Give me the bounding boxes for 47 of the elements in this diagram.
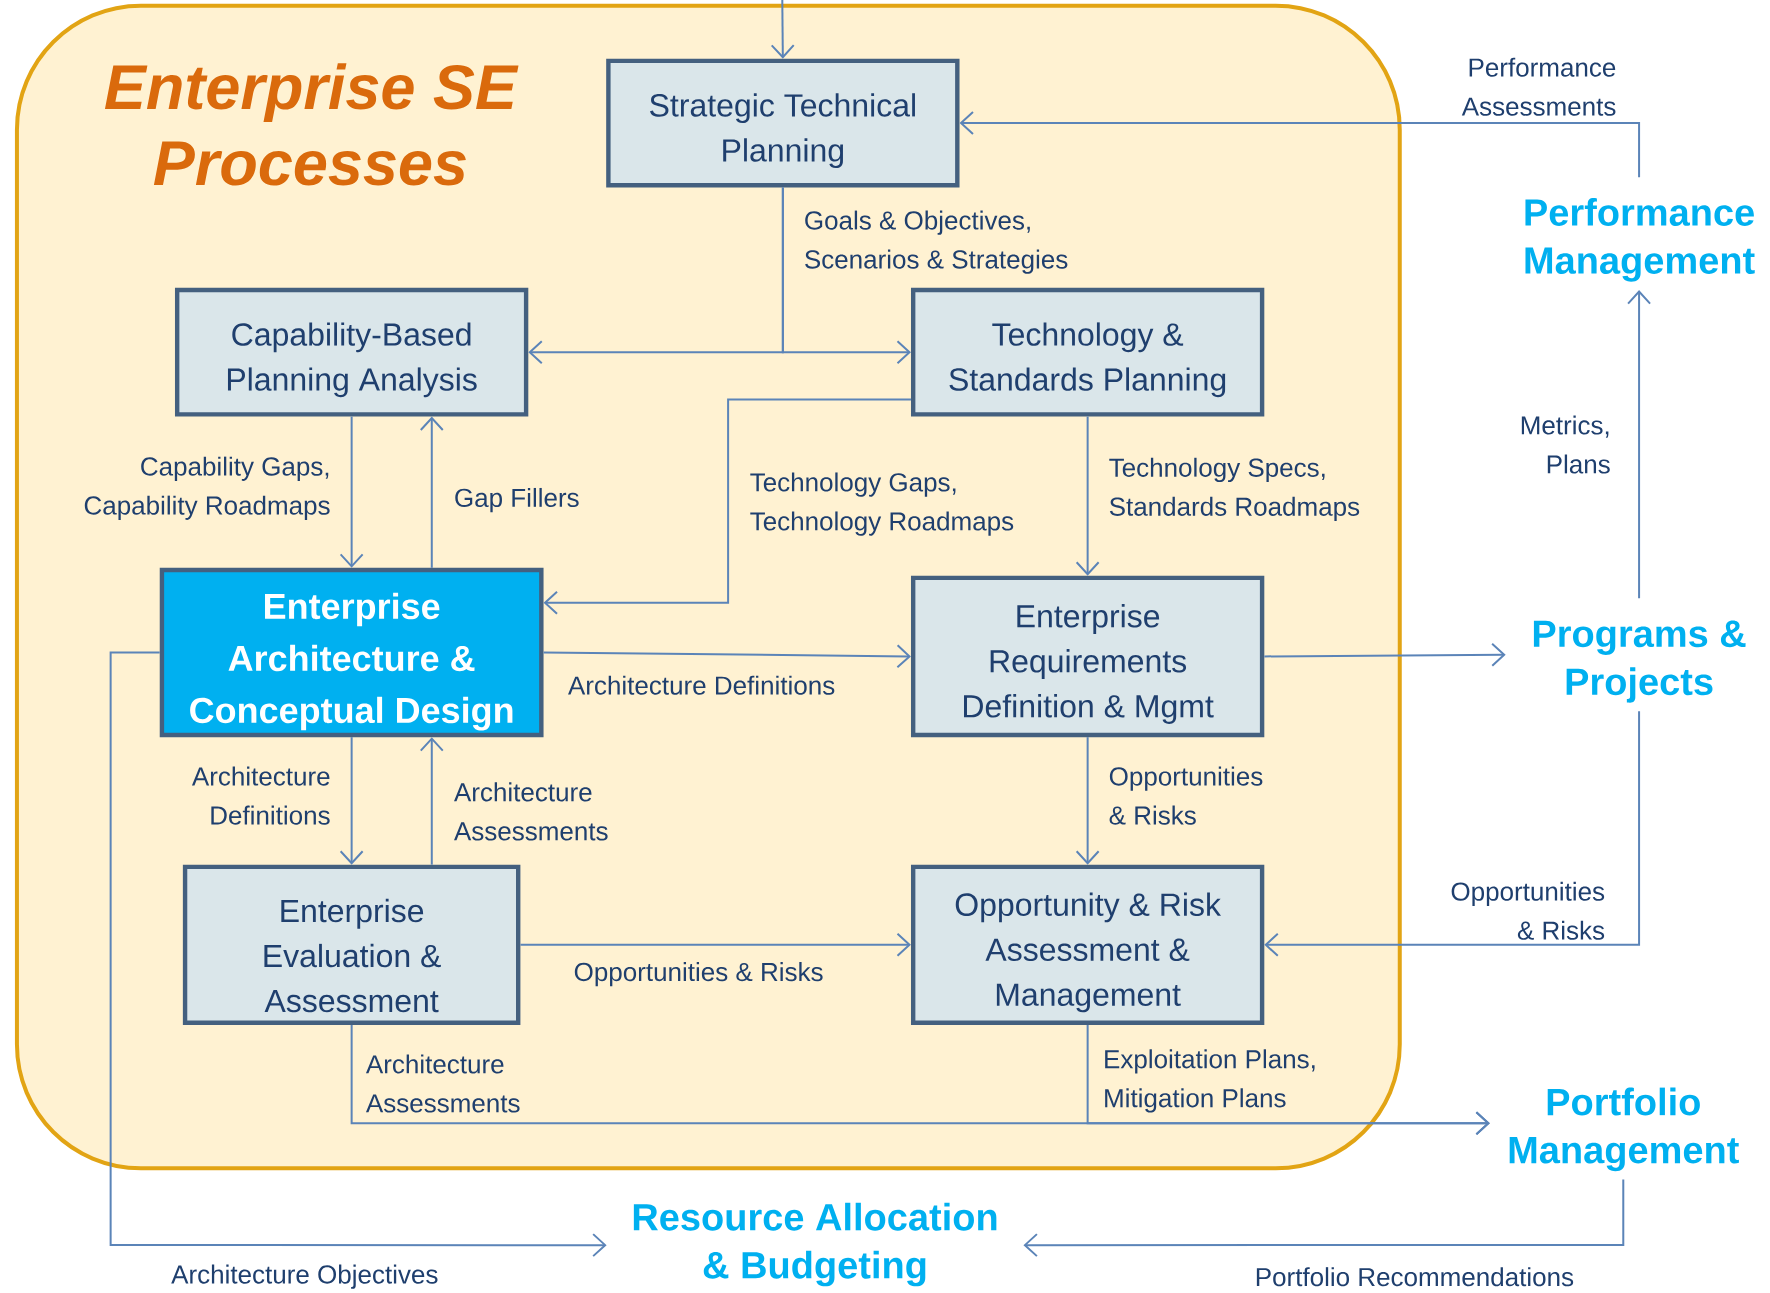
process-box: Enterprise Architecture & Conceptual Design [159,568,544,738]
arrow [339,415,364,569]
arrow [1086,1024,1490,1136]
arrow [419,737,444,866]
edge-label: Architecture Assessments [454,782,608,841]
arrow [542,644,911,669]
arrow [1023,1178,1625,1258]
arrow [543,398,912,616]
section-title: Enterprise SE Processes [104,63,519,186]
edge-label: Metrics, Plans [1521,415,1610,474]
arrow [959,111,1641,179]
process-label: Portfolio Management [1509,1087,1739,1172]
edge-label: Opportunities & Risks [1451,881,1605,941]
process-label: Resource Allocation & Budgeting [633,1203,997,1287]
edge-label: Architecture Definitions [568,675,835,695]
arrow [1075,736,1100,865]
arrow [781,186,911,365]
edge-label: Architecture Definitions [191,766,330,825]
arrow [1075,415,1100,576]
edge-label: Architecture Objectives [171,1264,438,1290]
arrow [519,933,911,958]
edge-label: Architecture Assessments [365,1054,520,1113]
arrow [1627,290,1652,600]
process-box: Strategic Technical Planning [606,58,960,188]
edge-label: Gap Fillers [455,488,579,513]
edge-label: Portfolio Recommendations [1256,1267,1574,1287]
edge-label: Opportunities & Risks [1109,766,1263,825]
arrow [1263,643,1506,668]
process-box: Technology & Standards Planning [910,288,1265,417]
edge-label: Technology Gaps, Technology Roadmaps [750,472,1014,536]
arrow [419,416,444,570]
arrow [1264,710,1641,958]
edge-label: Goals & Objectives, Scenarios & Strategies [805,210,1068,275]
process-label: Performance Management [1525,198,1755,282]
edge-label: Capability Gaps, Capability Roadmaps [84,456,330,521]
arrow [770,0,795,59]
arrow [339,736,364,865]
arrow [109,651,607,1258]
edge-label: Technology Specs, Standards Roadmaps [1109,458,1360,522]
edge-label: Exploitation Plans, Mitigation Plans [1105,1049,1315,1113]
process-box: Enterprise Evaluation & Assessment [182,864,521,1026]
edge-label: Performance Assessments [1461,57,1616,116]
process-label: Programs & Projects [1533,620,1746,703]
process-box: Capability-Based Planning Analysis [174,288,529,417]
process-box: Enterprise Requirements Definition & Mgmt [910,575,1265,738]
process-box: Opportunity & Risk Assessment & Management [910,864,1265,1026]
edge-label: Opportunities & Risks [574,962,823,987]
